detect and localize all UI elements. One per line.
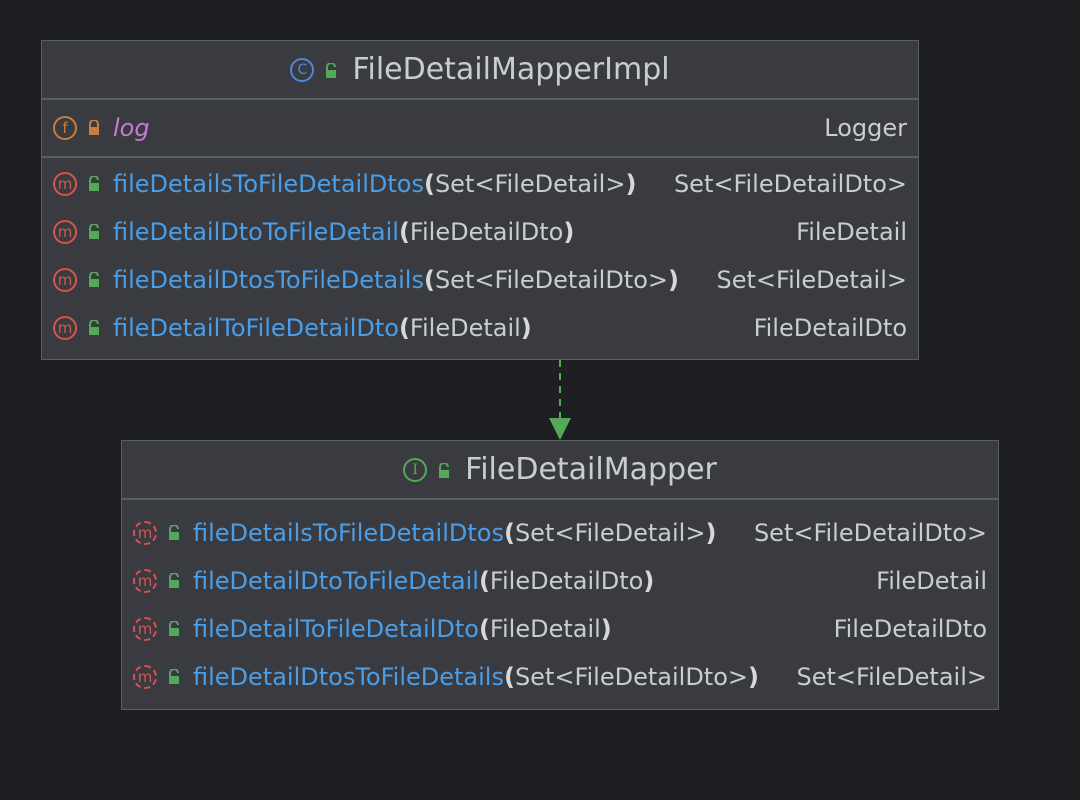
method-name: fileDetailToFileDetailDto (113, 314, 399, 342)
class-title: FileDetailMapperImpl (352, 52, 670, 87)
abstract-method-icon: m (133, 521, 157, 545)
method-row[interactable]: m fileDetailDtosToFileDetails(Set<FileDe… (42, 256, 918, 304)
public-lock-icon (167, 615, 181, 643)
method-row[interactable]: m fileDetailToFileDetailDto(FileDetail) … (122, 605, 998, 653)
method-row[interactable]: m fileDetailDtoToFileDetail(FileDetailDt… (122, 557, 998, 605)
class-icon: C (290, 57, 315, 82)
method-params: Set<FileDetailDto> (434, 266, 668, 294)
edge-arrowhead (549, 418, 571, 440)
abstract-method-icon: m (133, 569, 157, 593)
public-lock-icon (87, 170, 101, 198)
public-lock-icon (437, 452, 451, 487)
public-lock-icon (324, 52, 338, 87)
interface-title: FileDetailMapper (465, 452, 717, 487)
method-return-type: Set<FileDetail> (796, 663, 988, 691)
method-name: fileDetailDtosToFileDetails (193, 663, 504, 691)
method-row[interactable]: m fileDetailDtosToFileDetails(Set<FileDe… (122, 653, 998, 701)
method-params: FileDetail (409, 314, 521, 342)
method-row[interactable]: m fileDetailToFileDetailDto(FileDetail) … (42, 304, 918, 352)
public-lock-icon (167, 663, 181, 691)
method-return-type: Set<FileDetailDto> (753, 519, 987, 547)
method-params: Set<FileDetailDto> (514, 663, 748, 691)
method-params: Set<FileDetail> (514, 519, 706, 547)
methods-section: m fileDetailsToFileDetailDtos(Set<FileDe… (122, 500, 998, 701)
method-return-type: FileDetail (876, 567, 987, 595)
method-return-type: FileDetailDto (833, 615, 987, 643)
method-row[interactable]: m fileDetailsToFileDetailDtos(Set<FileDe… (122, 509, 998, 557)
abstract-method-icon: m (133, 665, 157, 689)
method-name: fileDetailsToFileDetailDtos (113, 170, 424, 198)
public-lock-icon (87, 218, 101, 246)
method-name: fileDetailDtoToFileDetail (193, 567, 479, 595)
interface-icon: I (403, 457, 428, 482)
method-return-type: Set<FileDetailDto> (673, 170, 907, 198)
method-return-type: FileDetail (796, 218, 907, 246)
method-return-type: Set<FileDetail> (716, 266, 908, 294)
class-node-impl[interactable]: C FileDetailMapperImpl f log Logger m fi… (41, 40, 919, 360)
field-icon: f (53, 116, 77, 140)
method-icon: m (53, 268, 77, 292)
field-type: Logger (824, 114, 907, 142)
class-header: C FileDetailMapperImpl (42, 41, 918, 100)
method-icon: m (53, 220, 77, 244)
method-params: Set<FileDetail> (434, 170, 626, 198)
method-params: FileDetailDto (489, 567, 644, 595)
method-name: fileDetailsToFileDetailDtos (193, 519, 504, 547)
method-params: FileDetail (489, 615, 601, 643)
abstract-method-icon: m (133, 617, 157, 641)
public-lock-icon (87, 314, 101, 342)
methods-section: m fileDetailsToFileDetailDtos(Set<FileDe… (42, 158, 918, 352)
method-name: fileDetailDtoToFileDetail (113, 218, 399, 246)
interface-header: I FileDetailMapper (122, 441, 998, 500)
method-params: FileDetailDto (409, 218, 564, 246)
public-lock-icon (87, 266, 101, 294)
method-row[interactable]: m fileDetailDtoToFileDetail(FileDetailDt… (42, 208, 918, 256)
method-icon: m (53, 172, 77, 196)
public-lock-icon (167, 567, 181, 595)
private-lock-icon (87, 114, 101, 142)
public-lock-icon (167, 519, 181, 547)
method-name: fileDetailToFileDetailDto (193, 615, 479, 643)
method-row[interactable]: m fileDetailsToFileDetailDtos(Set<FileDe… (42, 160, 918, 208)
method-icon: m (53, 316, 77, 340)
field-row[interactable]: f log Logger (42, 100, 918, 156)
method-return-type: FileDetailDto (753, 314, 907, 342)
method-name: fileDetailDtosToFileDetails (113, 266, 424, 294)
interface-node[interactable]: I FileDetailMapper m fileDetailsToFileDe… (121, 440, 999, 710)
field-name: log (113, 114, 150, 142)
fields-section: f log Logger (42, 100, 918, 158)
